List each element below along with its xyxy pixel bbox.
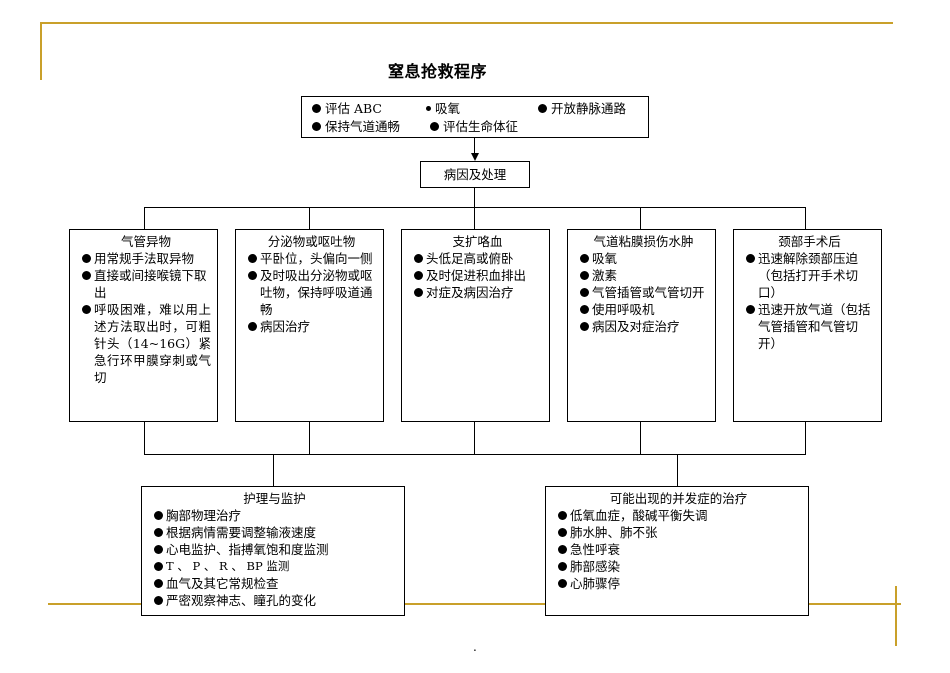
assessment-item-airway: 保持气道通畅 bbox=[312, 118, 400, 135]
footer-dot: . bbox=[473, 640, 477, 654]
connector-line bbox=[640, 207, 641, 229]
care-title: 护理与监护 bbox=[243, 491, 306, 506]
bullet-icon bbox=[312, 122, 321, 131]
cause-title: 支扩咯血 bbox=[452, 234, 503, 249]
complication-item: 低氧血症，酸碱平衡失调 bbox=[557, 507, 800, 524]
care-item: 血气及其它常规检查 bbox=[153, 575, 396, 592]
complications-title: 可能出现的并发症的治疗 bbox=[609, 491, 748, 506]
care-item: 根据病情需要调整输液速度 bbox=[153, 524, 396, 541]
cause-item: 病因及对症治疗 bbox=[579, 318, 708, 335]
connector-line bbox=[144, 207, 145, 229]
cause-item: 病因治疗 bbox=[247, 318, 376, 335]
assessment-item-abc: 评估 ABC bbox=[312, 100, 382, 117]
connector-line bbox=[805, 422, 806, 454]
complication-item: 心肺骤停 bbox=[557, 575, 800, 592]
cause-item: 呼吸困难，难以用上述方法取出时，可粗针头（14~16G）紧急行环甲膜穿刺或气切 bbox=[81, 301, 211, 386]
cause-item: 用常规手法取异物 bbox=[81, 250, 211, 267]
arrow-down-icon bbox=[471, 153, 479, 161]
cause-box-foreign-body: 气管异物 用常规手法取异物 直接或间接喉镜下取出 呼吸困难，难以用上述方法取出时… bbox=[69, 229, 218, 422]
accent-line-top bbox=[40, 22, 893, 24]
connector-line bbox=[805, 207, 806, 229]
cause-title: 分泌物或呕吐物 bbox=[267, 234, 356, 249]
bullet-icon bbox=[426, 106, 431, 111]
connector-line bbox=[309, 422, 310, 454]
accent-line-bottom-right bbox=[895, 586, 897, 646]
connector-line bbox=[273, 454, 274, 486]
care-item: T 、 P 、 R 、 BP 监测 bbox=[153, 558, 396, 575]
care-item: 心电监护、指搏氧饱和度监测 bbox=[153, 541, 396, 558]
complication-item: 急性呼衰 bbox=[557, 541, 800, 558]
connector-line bbox=[474, 207, 475, 229]
cause-box-neck-surgery: 颈部手术后 迅速解除颈部压迫（包括打开手术切口） 迅速开放气道（包括气管插管和气… bbox=[733, 229, 882, 422]
cause-item: 平卧位，头偏向一侧 bbox=[247, 250, 376, 267]
cause-item: 吸氧 bbox=[579, 250, 708, 267]
assessment-item-iv-access: 开放静脉通路 bbox=[538, 100, 626, 117]
cause-item: 使用呼吸机 bbox=[579, 301, 708, 318]
assessment-item-vital-signs: 评估生命体征 bbox=[430, 118, 518, 135]
bullet-icon bbox=[312, 104, 321, 113]
accent-line-left bbox=[40, 22, 42, 80]
connector-line bbox=[677, 454, 678, 486]
cause-item: 直接或间接喉镜下取出 bbox=[81, 267, 211, 301]
complications-box: 可能出现的并发症的治疗 低氧血症，酸碱平衡失调 肺水肿、肺不张 急性呼衰 肺部感… bbox=[545, 486, 809, 616]
cause-box-airway-edema: 气道粘膜损伤水肿 吸氧 激素 气管插管或气管切开 使用呼吸机 病因及对症治疗 bbox=[567, 229, 716, 422]
accent-line-bottom bbox=[48, 603, 901, 605]
connector-line bbox=[309, 207, 310, 229]
care-item: 胸部物理治疗 bbox=[153, 507, 396, 524]
complication-item: 肺水肿、肺不张 bbox=[557, 524, 800, 541]
page-title: 窒息抢救程序 bbox=[388, 62, 488, 81]
cause-box-secretions: 分泌物或呕吐物 平卧位，头偏向一侧 及时吸出分泌物或呕吐物，保持呼吸道通畅 病因… bbox=[235, 229, 384, 422]
care-monitoring-box: 护理与监护 胸部物理治疗 根据病情需要调整输液速度 心电监护、指搏氧饱和度监测 … bbox=[141, 486, 405, 616]
cause-item: 迅速解除颈部压迫（包括打开手术切口） bbox=[745, 250, 874, 301]
cause-item: 迅速开放气道（包括气管插管和气管切开） bbox=[745, 301, 874, 352]
cause-title: 气道粘膜损伤水肿 bbox=[593, 234, 694, 249]
cause-item: 及时促进积血排出 bbox=[413, 267, 542, 284]
connector-line bbox=[474, 422, 475, 454]
complication-item: 肺部感染 bbox=[557, 558, 800, 575]
bullet-icon bbox=[538, 104, 547, 113]
connector-line bbox=[144, 422, 145, 454]
cause-item: 及时吸出分泌物或呕吐物，保持呼吸道通畅 bbox=[247, 267, 376, 318]
cause-treatment-box: 病因及处理 bbox=[420, 161, 530, 188]
cause-box-hemoptysis: 支扩咯血 头低足高或俯卧 及时促进积血排出 对症及病因治疗 bbox=[401, 229, 550, 422]
cause-title: 颈部手术后 bbox=[778, 234, 841, 249]
assessment-item-oxygen: 吸氧 bbox=[426, 100, 460, 117]
connector-line bbox=[474, 138, 475, 154]
cause-item: 气管插管或气管切开 bbox=[579, 284, 708, 301]
connector-line bbox=[144, 454, 806, 455]
initial-assessment-box: 评估 ABC 吸氧 开放静脉通路 保持气道通畅 评估生命体征 bbox=[301, 96, 649, 138]
connector-line bbox=[640, 422, 641, 454]
bullet-icon bbox=[430, 122, 439, 131]
connector-line bbox=[474, 188, 475, 207]
cause-treatment-label: 病因及处理 bbox=[443, 167, 507, 182]
cause-title: 气管异物 bbox=[120, 234, 171, 249]
cause-item: 头低足高或俯卧 bbox=[413, 250, 542, 267]
cause-item: 激素 bbox=[579, 267, 708, 284]
care-item: 严密观察神志、瞳孔的变化 bbox=[153, 592, 396, 609]
cause-item: 对症及病因治疗 bbox=[413, 284, 542, 301]
